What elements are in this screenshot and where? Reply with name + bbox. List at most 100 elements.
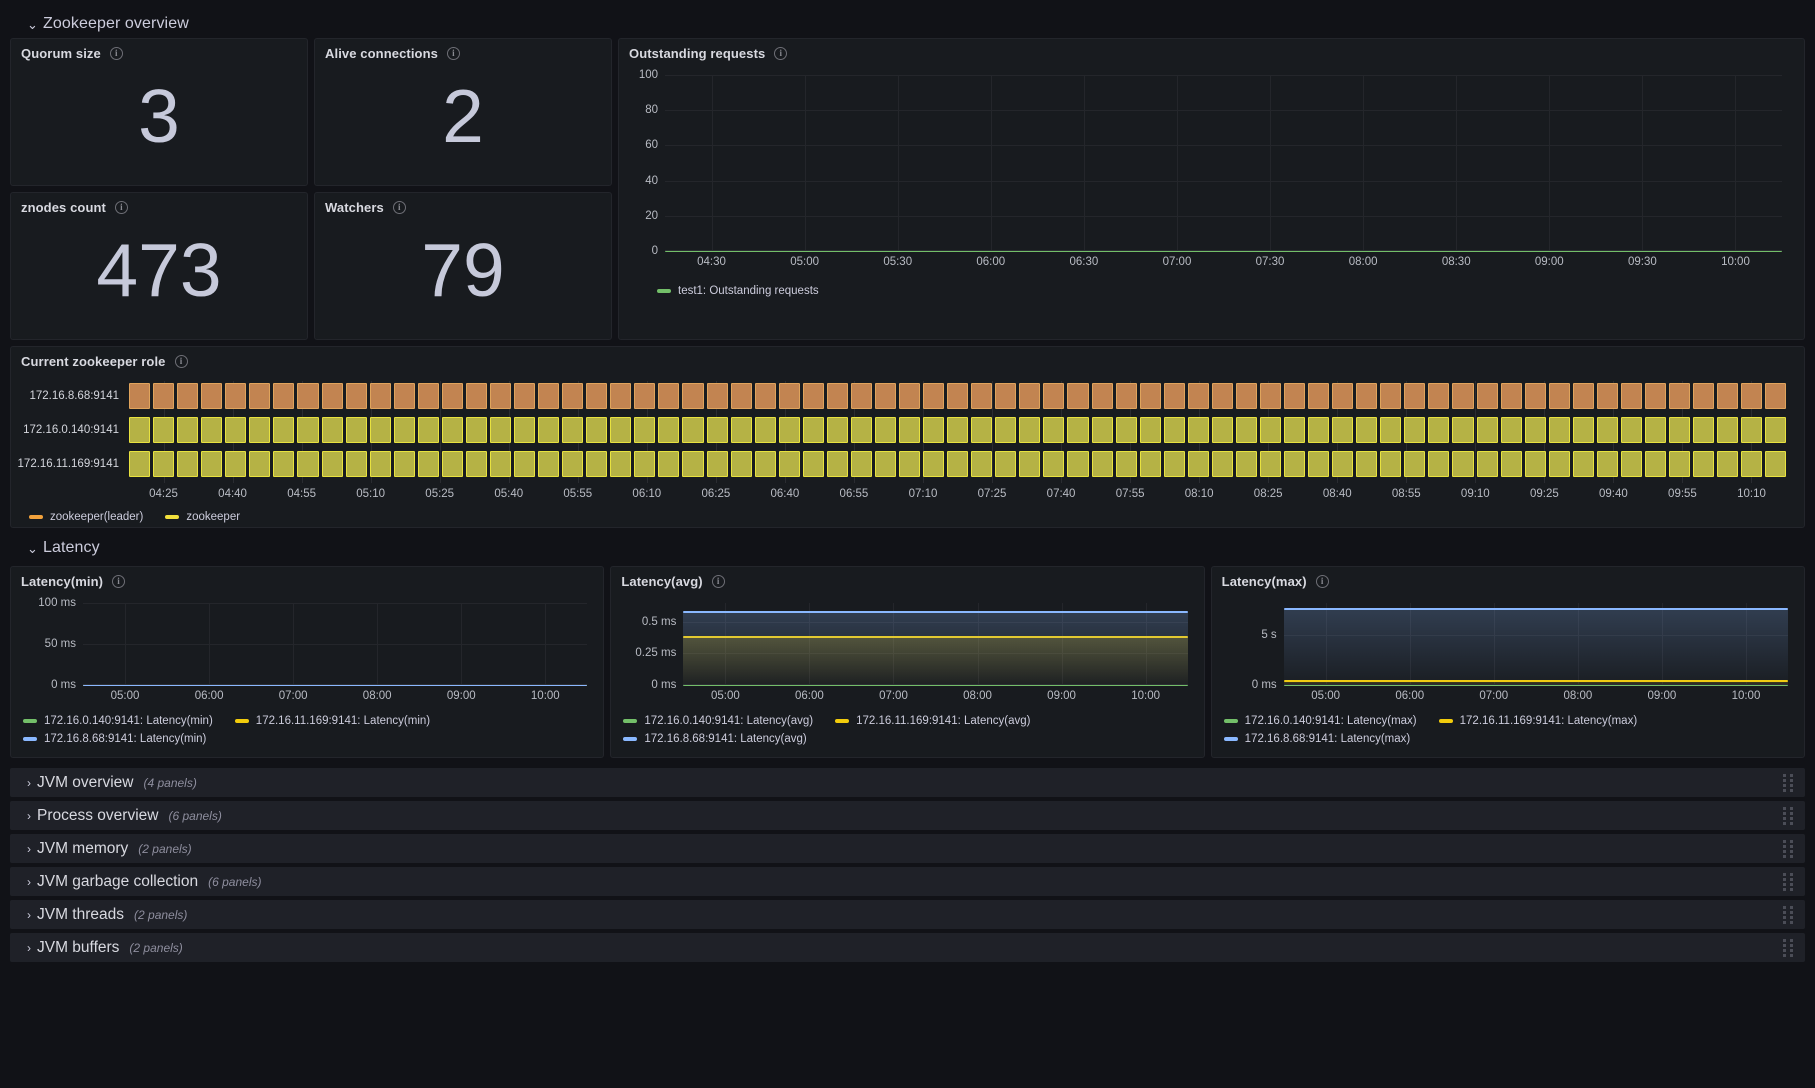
timeline-cell[interactable] bbox=[1067, 382, 1089, 410]
timeline-cell[interactable] bbox=[345, 450, 367, 478]
collapsed-row-jvm-garbage-collection[interactable]: ›JVM garbage collection(6 panels) bbox=[10, 867, 1805, 896]
timeline-cell[interactable] bbox=[1620, 382, 1642, 410]
timeline-cell[interactable] bbox=[562, 382, 584, 410]
timeline-cell[interactable] bbox=[489, 416, 511, 444]
timeline-row[interactable] bbox=[129, 450, 1787, 478]
timeline-cell[interactable] bbox=[586, 382, 608, 410]
timeline-cell[interactable] bbox=[273, 382, 295, 410]
timeline-cell[interactable] bbox=[249, 450, 271, 478]
timeline-cell[interactable] bbox=[1669, 450, 1691, 478]
timeline-cell[interactable] bbox=[1428, 382, 1450, 410]
timeline-cell[interactable] bbox=[1669, 416, 1691, 444]
timeline-cell[interactable] bbox=[1356, 416, 1378, 444]
timeline-cell[interactable] bbox=[802, 382, 824, 410]
legend-item[interactable]: 172.16.0.140:9141: Latency(avg) bbox=[623, 715, 813, 727]
timeline-cell[interactable] bbox=[850, 382, 872, 410]
timeline-cell[interactable] bbox=[249, 382, 271, 410]
timeline-cell[interactable] bbox=[1572, 416, 1594, 444]
info-icon[interactable]: i bbox=[1315, 575, 1329, 588]
timeline-cell[interactable] bbox=[706, 450, 728, 478]
timeline-cell[interactable] bbox=[826, 382, 848, 410]
timeline-cell[interactable] bbox=[634, 382, 656, 410]
timeline-cell[interactable] bbox=[465, 382, 487, 410]
timeline-cell[interactable] bbox=[1380, 382, 1402, 410]
timeline-cell[interactable] bbox=[1091, 450, 1113, 478]
legend-item[interactable]: 172.16.0.140:9141: Latency(max) bbox=[1223, 715, 1417, 727]
timeline-cell[interactable] bbox=[947, 450, 969, 478]
timeline-cell[interactable] bbox=[201, 382, 223, 410]
timeline-cell[interactable] bbox=[369, 450, 391, 478]
timeline-cell[interactable] bbox=[1548, 450, 1570, 478]
legend-item[interactable]: 172.16.11.169:9141: Latency(min) bbox=[234, 715, 430, 727]
timeline-cell[interactable] bbox=[489, 450, 511, 478]
timeline-cell[interactable] bbox=[899, 450, 921, 478]
timeline-cell[interactable] bbox=[369, 416, 391, 444]
collapsed-row-jvm-buffers[interactable]: ›JVM buffers(2 panels) bbox=[10, 933, 1805, 962]
timeline-cell[interactable] bbox=[1741, 450, 1763, 478]
timeline-cell[interactable] bbox=[514, 450, 536, 478]
timeline-cell[interactable] bbox=[393, 450, 415, 478]
timeline-cell[interactable] bbox=[225, 382, 247, 410]
timeline-cell[interactable] bbox=[1596, 450, 1618, 478]
drag-handle-icon[interactable] bbox=[1783, 806, 1793, 825]
timeline-cell[interactable] bbox=[393, 382, 415, 410]
timeline-cell[interactable] bbox=[465, 416, 487, 444]
timeline-cell[interactable] bbox=[1765, 382, 1787, 410]
timeline-cell[interactable] bbox=[1620, 450, 1642, 478]
timeline-cell[interactable] bbox=[874, 382, 896, 410]
timeline-cell[interactable] bbox=[706, 382, 728, 410]
timeline-cell[interactable] bbox=[1620, 416, 1642, 444]
timeline-cell[interactable] bbox=[1500, 450, 1522, 478]
timeline-cell[interactable] bbox=[1259, 382, 1281, 410]
legend-item[interactable]: 172.16.11.169:9141: Latency(avg) bbox=[835, 715, 1030, 727]
timeline-cell[interactable] bbox=[754, 382, 776, 410]
timeline-cell[interactable] bbox=[1115, 382, 1137, 410]
timeline-cell[interactable] bbox=[754, 450, 776, 478]
timeline-cell[interactable] bbox=[153, 382, 175, 410]
timeline-cell[interactable] bbox=[1717, 382, 1739, 410]
collapsed-row-jvm-threads[interactable]: ›JVM threads(2 panels) bbox=[10, 900, 1805, 929]
timeline-cell[interactable] bbox=[177, 450, 199, 478]
row-header-latency[interactable]: ⌄ Latency bbox=[10, 534, 1805, 562]
timeline-cell[interactable] bbox=[923, 416, 945, 444]
timeline-cell[interactable] bbox=[1548, 416, 1570, 444]
timeline-cell[interactable] bbox=[826, 450, 848, 478]
timeline-cell[interactable] bbox=[947, 382, 969, 410]
timeline-cell[interactable] bbox=[249, 416, 271, 444]
timeline-cell[interactable] bbox=[1669, 382, 1691, 410]
timeline-cell[interactable] bbox=[730, 450, 752, 478]
timeline-cell[interactable] bbox=[225, 450, 247, 478]
timeline-cell[interactable] bbox=[1019, 382, 1041, 410]
timeline-cell[interactable] bbox=[1717, 416, 1739, 444]
timeline-cell[interactable] bbox=[1043, 382, 1065, 410]
timeline-cell[interactable] bbox=[1067, 416, 1089, 444]
timeline-cell[interactable] bbox=[947, 416, 969, 444]
timeline-cell[interactable] bbox=[1644, 382, 1666, 410]
timeline-cell[interactable] bbox=[899, 382, 921, 410]
timeline-cell[interactable] bbox=[441, 382, 463, 410]
timeline-cell[interactable] bbox=[682, 450, 704, 478]
info-icon[interactable]: i bbox=[112, 575, 126, 588]
timeline-cell[interactable] bbox=[826, 416, 848, 444]
info-icon[interactable]: i bbox=[711, 575, 725, 588]
timeline-cell[interactable] bbox=[1476, 382, 1498, 410]
collapsed-row-jvm-overview[interactable]: ›JVM overview(4 panels) bbox=[10, 768, 1805, 797]
timeline-cell[interactable] bbox=[1019, 450, 1041, 478]
timeline-cell[interactable] bbox=[417, 382, 439, 410]
timeline-cell[interactable] bbox=[802, 416, 824, 444]
timeline-cell[interactable] bbox=[1332, 382, 1354, 410]
timeline-cell[interactable] bbox=[1259, 450, 1281, 478]
timeline-cell[interactable] bbox=[1211, 450, 1233, 478]
panel-quorum-size[interactable]: Quorum size i 3 bbox=[10, 38, 308, 186]
drag-handle-icon[interactable] bbox=[1783, 773, 1793, 792]
timeline-cell[interactable] bbox=[201, 450, 223, 478]
timeline-cell[interactable] bbox=[538, 382, 560, 410]
timeline-cell[interactable] bbox=[995, 382, 1017, 410]
timeline-cell[interactable] bbox=[1187, 416, 1209, 444]
timeline-cell[interactable] bbox=[1404, 450, 1426, 478]
timeline-cell[interactable] bbox=[778, 382, 800, 410]
timeline-cell[interactable] bbox=[682, 416, 704, 444]
timeline-cell[interactable] bbox=[441, 450, 463, 478]
timeline-cell[interactable] bbox=[562, 416, 584, 444]
